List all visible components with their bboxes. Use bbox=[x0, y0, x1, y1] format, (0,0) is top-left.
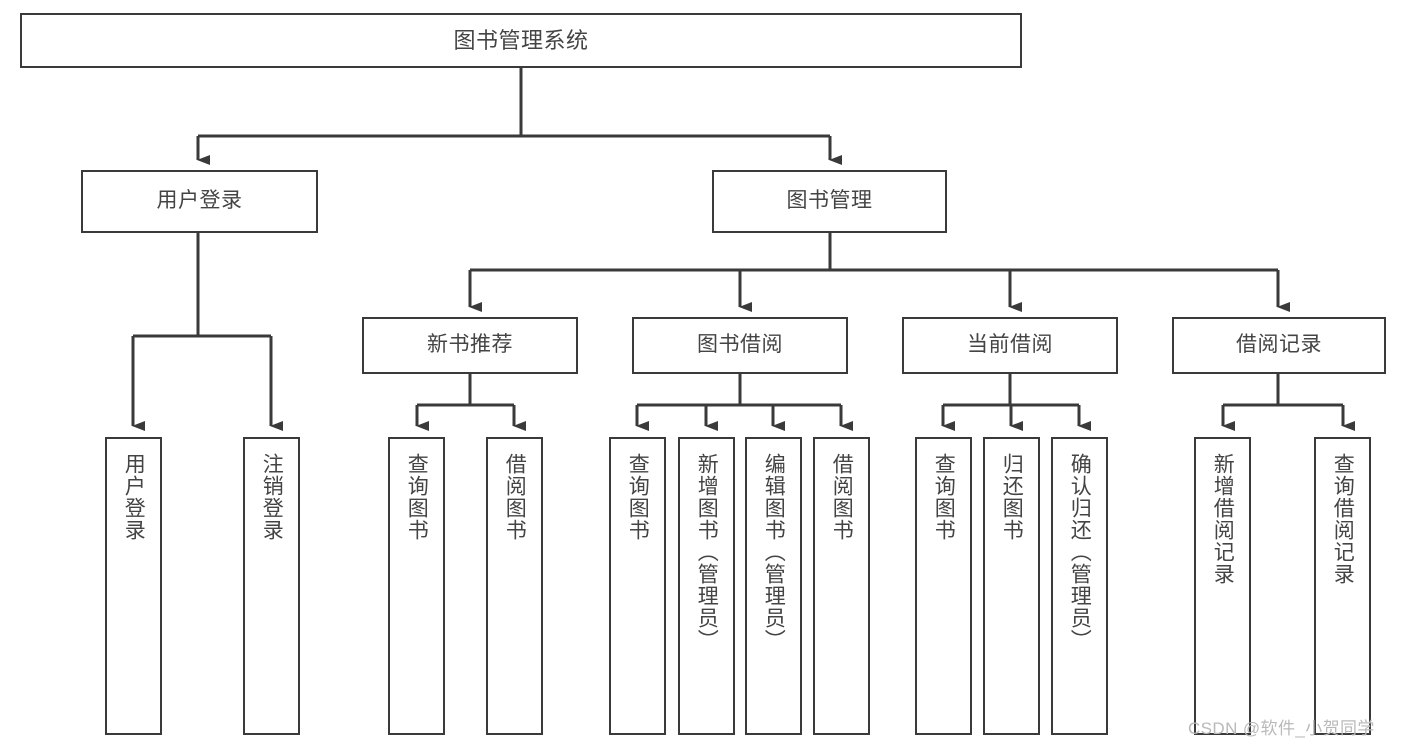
node-current-borrow[interactable]: 当前借阅 bbox=[902, 317, 1118, 374]
node-leaf-add-record[interactable]: 新增借阅记录 bbox=[1194, 437, 1251, 735]
node-leaf-query-book-1[interactable]: 查询图书 bbox=[388, 437, 445, 735]
node-leaf-add-book-label: 新增图书（管理员） bbox=[695, 453, 719, 651]
node-leaf-confirm-return-label: 确认归还（管理员） bbox=[1068, 453, 1092, 651]
node-current-borrow-label: 当前借阅 bbox=[967, 333, 1053, 357]
node-leaf-logout-login-label: 注销登录 bbox=[260, 453, 284, 541]
node-leaf-add-record-label: 新增借阅记录 bbox=[1211, 453, 1235, 585]
node-leaf-borrow-book-2[interactable]: 借阅图书 bbox=[813, 437, 870, 735]
node-root[interactable]: 图书管理系统 bbox=[20, 13, 1022, 68]
node-leaf-query-book-2[interactable]: 查询图书 bbox=[609, 437, 666, 735]
node-user-login-label: 用户登录 bbox=[156, 189, 243, 213]
node-new-book-recommend[interactable]: 新书推荐 bbox=[362, 317, 578, 374]
node-leaf-return-book-label: 归还图书 bbox=[1000, 453, 1024, 541]
node-leaf-edit-book-label: 编辑图书（管理员） bbox=[762, 453, 786, 651]
node-leaf-query-book-2-label: 查询图书 bbox=[626, 453, 650, 541]
node-borrow-record[interactable]: 借阅记录 bbox=[1172, 317, 1386, 374]
node-leaf-query-book-1-label: 查询图书 bbox=[405, 453, 429, 541]
node-leaf-user-login-label: 用户登录 bbox=[122, 453, 146, 541]
node-leaf-query-book-3-label: 查询图书 bbox=[932, 453, 956, 541]
node-book-borrow-label: 图书借阅 bbox=[697, 333, 783, 357]
node-leaf-edit-book[interactable]: 编辑图书（管理员） bbox=[745, 437, 802, 735]
node-leaf-add-book[interactable]: 新增图书（管理员） bbox=[678, 437, 735, 735]
node-leaf-query-record-label: 查询借阅记录 bbox=[1331, 453, 1355, 585]
csdn-watermark: CSDN @软件_小贺同学 bbox=[1188, 719, 1375, 738]
node-leaf-borrow-book-1-label: 借阅图书 bbox=[503, 453, 527, 541]
node-book-management-label: 图书管理 bbox=[786, 189, 873, 213]
node-borrow-record-label: 借阅记录 bbox=[1236, 333, 1322, 357]
node-user-login[interactable]: 用户登录 bbox=[81, 170, 318, 233]
node-book-management[interactable]: 图书管理 bbox=[712, 170, 947, 233]
node-leaf-confirm-return[interactable]: 确认归还（管理员） bbox=[1051, 437, 1108, 735]
node-leaf-query-record[interactable]: 查询借阅记录 bbox=[1314, 437, 1371, 735]
node-leaf-query-book-3[interactable]: 查询图书 bbox=[915, 437, 972, 735]
node-leaf-logout-login[interactable]: 注销登录 bbox=[243, 437, 300, 735]
node-book-borrow[interactable]: 图书借阅 bbox=[632, 317, 848, 374]
node-leaf-borrow-book-1[interactable]: 借阅图书 bbox=[486, 437, 543, 735]
node-leaf-user-login[interactable]: 用户登录 bbox=[105, 437, 162, 735]
node-root-label: 图书管理系统 bbox=[453, 27, 589, 53]
node-new-book-recommend-label: 新书推荐 bbox=[427, 333, 513, 357]
node-leaf-return-book[interactable]: 归还图书 bbox=[983, 437, 1040, 735]
node-leaf-borrow-book-2-label: 借阅图书 bbox=[830, 453, 854, 541]
